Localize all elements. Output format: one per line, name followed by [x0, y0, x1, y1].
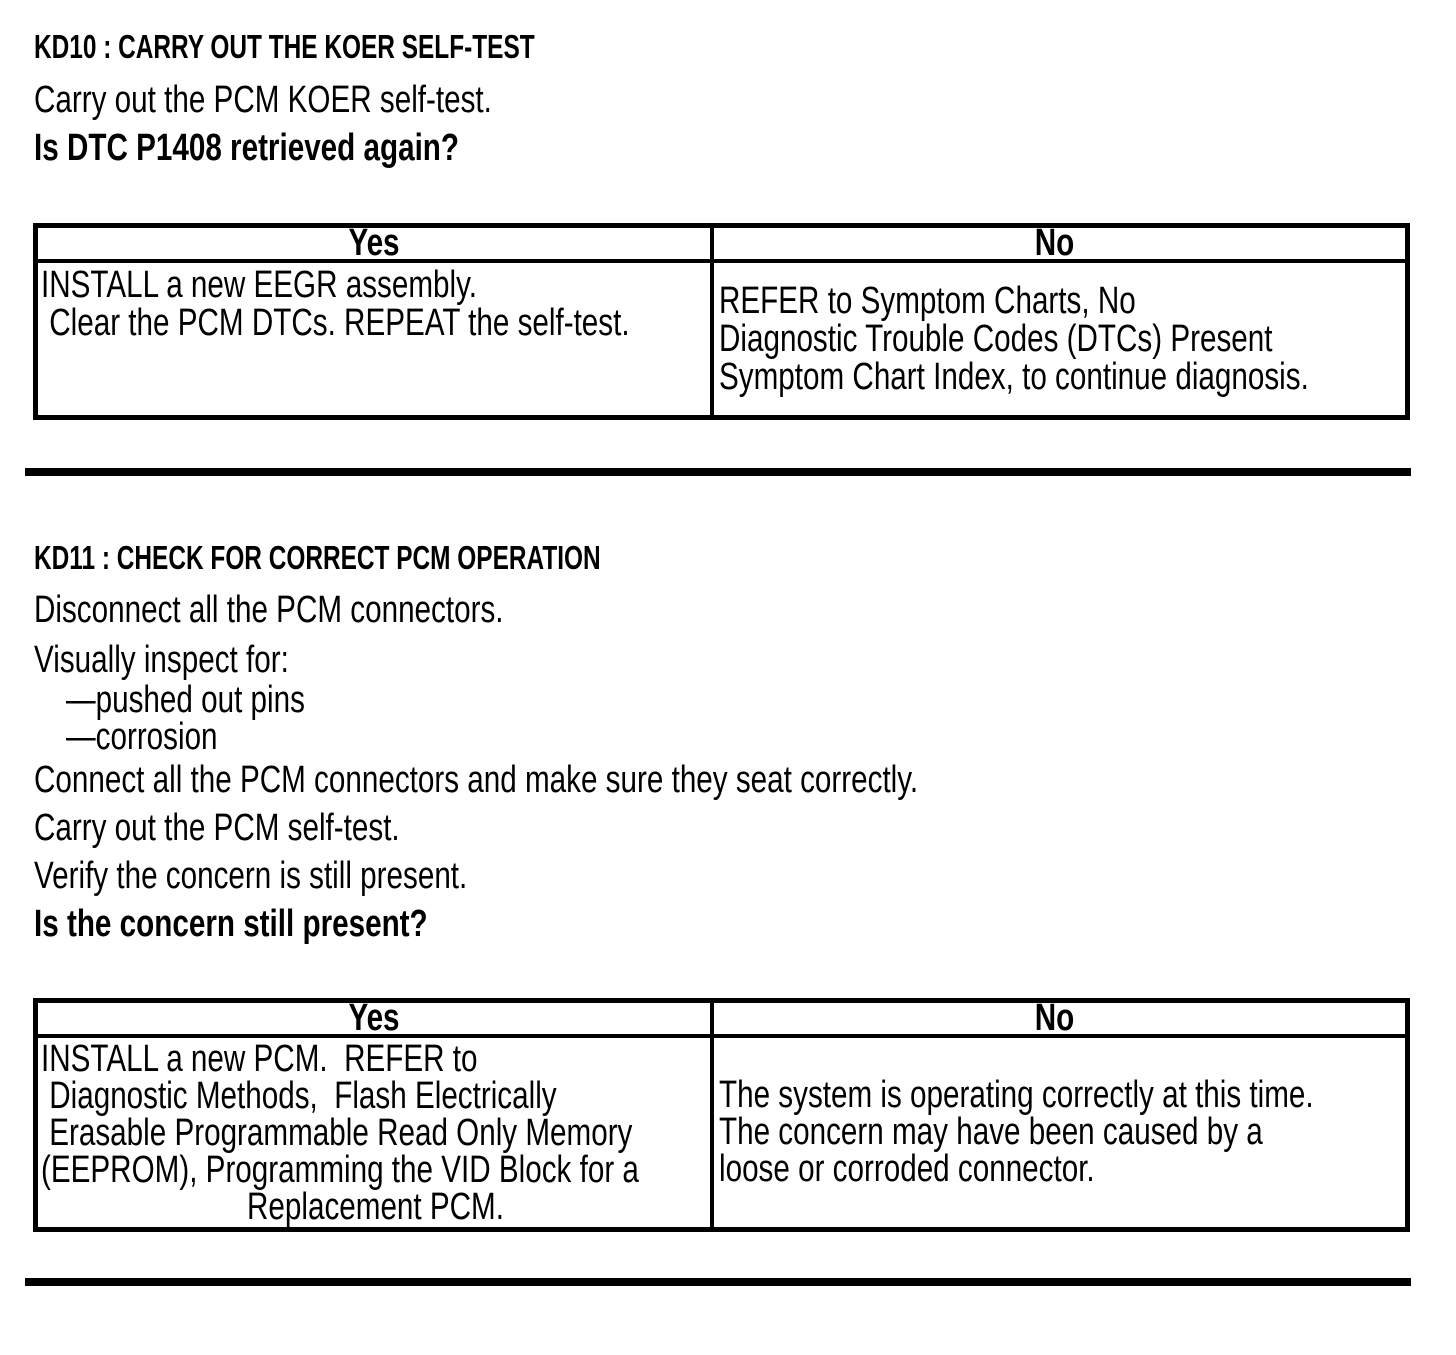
kd10-intro-paragraph: Carry out the PCM KOER self-test. [34, 79, 492, 121]
kd10-question: Is DTC P1408 retrieved again? [34, 127, 460, 169]
cell-line: (EEPROM), Programming the VID Block for … [41, 1149, 639, 1191]
kd11-step: Visually inspect for: [34, 639, 289, 681]
cell-line: INSTALL a new PCM. REFER to [41, 1038, 478, 1080]
cell-line: Symptom Chart Index, to continue diagnos… [719, 356, 1309, 398]
cell-line: The system is operating correctly at thi… [719, 1074, 1314, 1116]
kd11-table-header-row: Yes No [38, 997, 1405, 1039]
kd11-step: Connect all the PCM connectors and make … [34, 759, 919, 801]
kd10-table-body-row: INSTALL a new EEGR assembly. Clear the P… [38, 263, 1405, 415]
kd11-step: Carry out the PCM self-test. [34, 807, 400, 849]
yes-column-header: Yes [38, 999, 714, 1037]
cell-line: Replacement PCM. [247, 1186, 504, 1228]
no-column-header: No [1034, 222, 1075, 264]
cell-line: Diagnostic Methods, Flash Electrically [41, 1075, 557, 1117]
inspect-item: —pushed out pins [66, 679, 305, 721]
cell-line: Diagnostic Trouble Codes (DTCs) Present [719, 318, 1273, 360]
yes-column-header: Yes [38, 224, 714, 262]
kd11-step: Disconnect all the PCM connectors. [34, 589, 504, 631]
cell-line: The concern may have been caused by a [719, 1111, 1263, 1153]
inspect-item: —corrosion [66, 716, 218, 758]
kd10-heading-text: KD10 : CARRY OUT THE KOER SELF-TEST [34, 28, 535, 65]
kd11-section-heading: KD11 : CHECK FOR CORRECT PCM OPERATION [34, 539, 1456, 576]
section-divider [25, 1278, 1411, 1286]
cell-line: INSTALL a new EEGR assembly. [41, 264, 477, 306]
kd11-question: Is the concern still present? [34, 903, 428, 945]
kd10-section-heading: KD10 : CARRY OUT THE KOER SELF-TEST [34, 28, 1456, 65]
kd10-decision-table: Yes No INSTALL a new EEGR assembly. Clea… [33, 223, 1410, 420]
cell-line: Clear the PCM DTCs. REPEAT the self-test… [41, 302, 630, 344]
service-manual-page: { "kd10": { "heading": "KD10 : CARRY OUT… [0, 28, 1456, 1355]
kd10-yes-action-cell: INSTALL a new EEGR assembly. Clear the P… [38, 263, 714, 415]
cell-line: loose or corroded connector. [719, 1148, 1095, 1190]
cell-line: Erasable Programmable Read Only Memory [41, 1112, 633, 1154]
kd11-yes-action-cell: INSTALL a new PCM. REFER to Diagnostic M… [38, 1038, 714, 1227]
kd10-no-action-cell: REFER to Symptom Charts, No Diagnostic T… [714, 263, 1395, 415]
no-column-header: No [1034, 997, 1075, 1039]
cell-line: REFER to Symptom Charts, No [719, 280, 1136, 322]
kd10-table-header-row: Yes No [38, 222, 1405, 264]
kd11-no-action-cell: The system is operating correctly at thi… [714, 1038, 1395, 1227]
kd11-step: Verify the concern is still present. [34, 855, 468, 897]
kd11-heading-text: KD11 : CHECK FOR CORRECT PCM OPERATION [34, 539, 601, 576]
inspect-list: —pushed out pins —corrosion [66, 679, 1456, 758]
kd11-table-body-row: INSTALL a new PCM. REFER to Diagnostic M… [38, 1038, 1405, 1227]
kd11-decision-table: Yes No INSTALL a new PCM. REFER to Diagn… [33, 998, 1410, 1232]
section-divider [25, 468, 1411, 476]
